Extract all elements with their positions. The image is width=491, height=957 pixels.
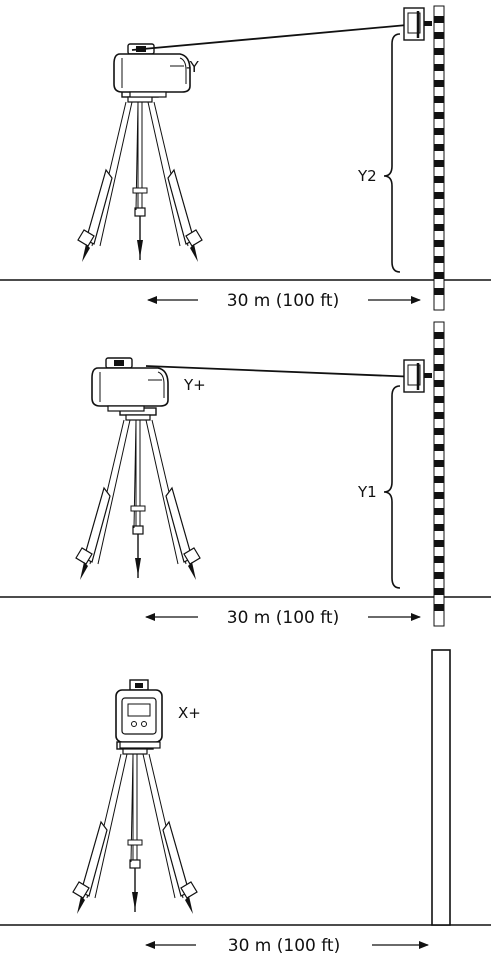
height-brace [383,33,401,273]
rod-graduation [434,240,444,247]
laser-beam [145,365,419,378]
laser-level [113,43,191,98]
rod-graduation [434,412,444,419]
rod-graduation [434,556,444,563]
rod-graduation [434,396,444,403]
height-label: Y1 [357,483,377,501]
rod-graduation [434,272,444,279]
rod-graduation [434,364,444,371]
rod-graduation [434,256,444,263]
panel-1: Y2 -Y 30 m (100 ft) [0,5,491,311]
rod-graduation [434,48,444,55]
rod-graduation [434,144,444,151]
detector [402,6,434,42]
panel-3: X+ 30 m (100 ft) [0,649,491,956]
rod-graduation [434,192,444,199]
panel-2: Y1 Y+ 30 m (100 ft) [0,321,491,628]
rod-graduation [434,64,444,71]
tripod [75,407,201,581]
rod-graduation [434,112,444,119]
rod-graduation [434,428,444,435]
rod-graduation [434,160,444,167]
distance-label: 30 m (100 ft) [227,291,339,311]
rod-graduation [434,380,444,387]
axis-label: X+ [178,704,201,722]
rod-graduation [434,96,444,103]
laser-beam [131,23,419,51]
rod-graduation [434,288,444,295]
rod-graduation [434,208,444,215]
grade-rod [433,5,445,311]
rod-graduation [434,508,444,515]
axis-label: -Y [186,58,200,76]
laser-level [115,679,163,749]
rod-graduation [434,224,444,231]
height-brace [383,385,401,589]
rod-graduation [434,540,444,547]
height-label: Y2 [357,167,377,185]
rod-graduation [434,460,444,467]
rod-graduation [434,476,444,483]
rod-graduation [434,604,444,611]
distance-label: 30 m (100 ft) [227,608,339,628]
rod-graduation [434,348,444,355]
rod-graduation [434,32,444,39]
grade-rod [433,321,445,627]
tripod [77,89,203,263]
rod-graduation [434,128,444,135]
tripod [72,741,198,915]
distance-label: 30 m (100 ft) [228,936,340,956]
rod-graduation [434,588,444,595]
rod-graduation [434,16,444,23]
wall [431,649,451,926]
axis-label: Y+ [183,376,206,394]
rod-graduation [434,444,444,451]
detector [402,358,434,394]
rod-graduation [434,80,444,87]
rod-graduation [434,176,444,183]
rod-graduation [434,524,444,531]
rod-graduation [434,492,444,499]
rod-graduation [434,332,444,339]
rod-graduation [434,572,444,579]
